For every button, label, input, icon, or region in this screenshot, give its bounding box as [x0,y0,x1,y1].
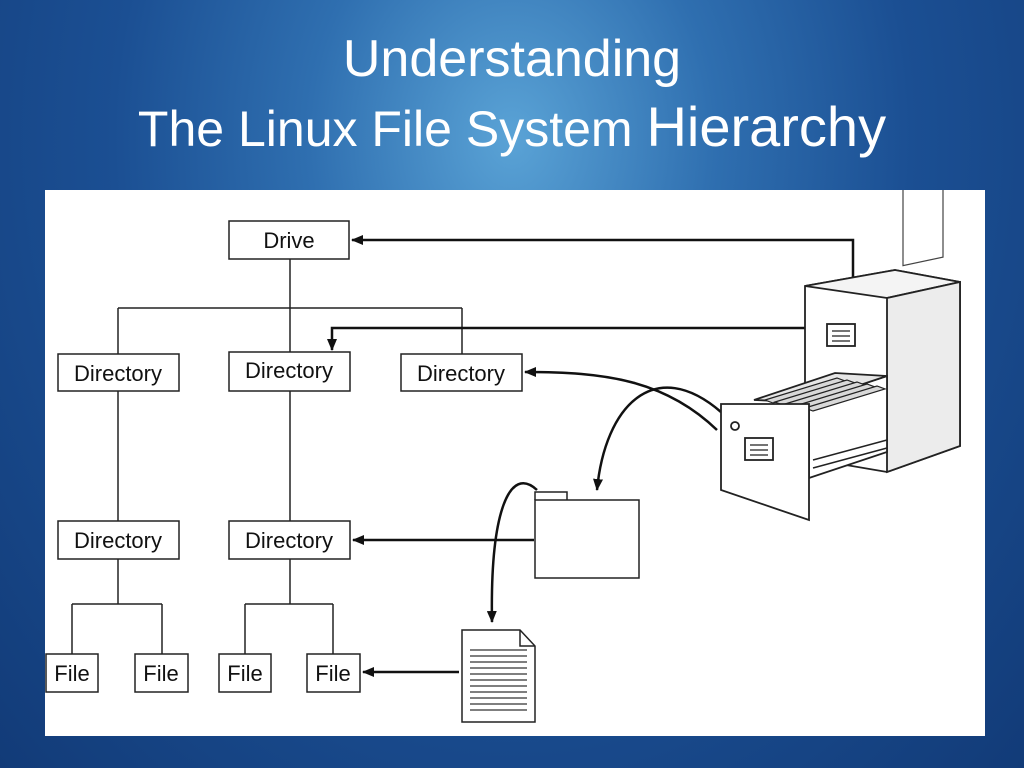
directory-label: Directory [74,361,162,386]
arrow-drawer-to-folder [593,386,722,491]
file-node-1: File [45,653,99,693]
directory-node-4: Directory [57,520,180,560]
slide-title: Understanding The Linux File System Hier… [0,28,1024,166]
file-label: File [54,661,89,686]
diagram-arrows [327,235,855,677]
directory-node-5: Directory [228,520,351,560]
arrow-drawer-to-directory [524,367,718,431]
file-label: File [315,661,350,686]
directory-label: Directory [74,528,162,553]
filing-cabinet-icon [720,190,961,522]
tree-connectors [71,259,463,654]
title-line-2-main: The Linux File System [137,101,647,157]
arrow-cabinet-to-drive [351,235,855,282]
title-line-1: Understanding [342,30,682,88]
folder-icon [534,491,640,579]
drive-label: Drive [263,228,314,253]
file-node-2: File [134,653,189,693]
title-line-2: The Linux File System Hierarchy [0,90,1024,166]
file-label: File [143,661,178,686]
file-label: File [227,661,262,686]
drive-node: Drive [228,220,350,260]
arrow-folder-to-document [486,482,538,623]
file-node-3: File [218,653,272,693]
directory-label: Directory [417,361,505,386]
diagram-panel: Drive Directory Directory Directory Dire… [45,190,985,736]
directory-label: Directory [245,528,333,553]
title-line-2-emphasis: Hierarchy [646,95,887,158]
arrow-cabinet-to-directory [327,326,807,351]
directory-node-3: Directory [400,353,523,392]
directory-node-2: Directory [228,351,351,392]
directory-label: Directory [245,358,333,383]
document-icon [461,629,536,723]
hierarchy-diagram: Drive Directory Directory Directory Dire… [45,190,961,723]
file-node-4: File [306,653,361,693]
directory-node-1: Directory [57,353,180,392]
